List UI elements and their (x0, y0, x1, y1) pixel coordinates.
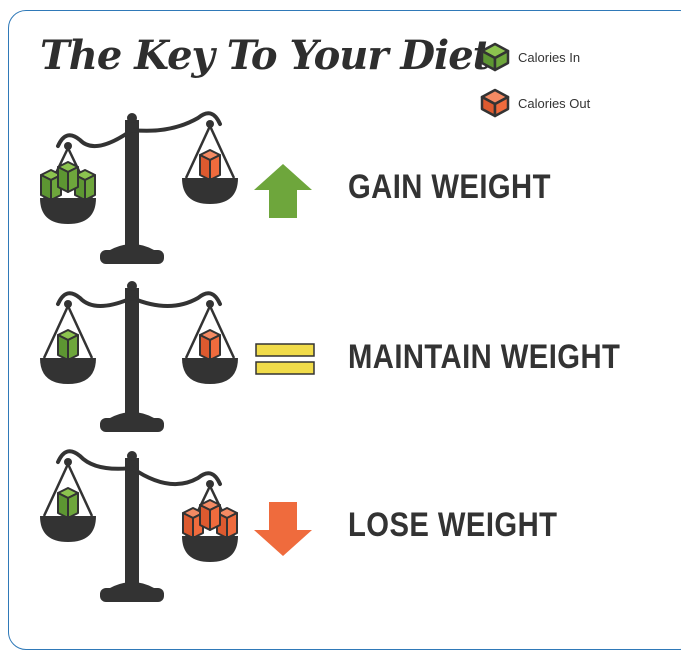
scale-base (100, 588, 164, 602)
row-label-lose-weight: LOSE WEIGHT (348, 506, 558, 544)
balance-scale-lose (40, 449, 238, 602)
scale-post (125, 288, 139, 420)
scale-beam (56, 111, 222, 149)
row-label-maintain-weight: MAINTAIN WEIGHT (348, 338, 621, 376)
legend-item-calories-out: Calories Out (480, 88, 590, 118)
legend-label-calories-out: Calories Out (518, 95, 591, 111)
scale-drawing (40, 111, 238, 264)
scale-base (100, 250, 164, 264)
calories-in-cube (57, 161, 79, 193)
legend-item-calories-in: Calories In (480, 42, 580, 72)
down-arrow-icon (254, 502, 312, 556)
row-label-gain-weight: GAIN WEIGHT (348, 168, 551, 206)
orange-cube-icon (480, 88, 510, 118)
scale-drawing (40, 281, 238, 432)
equals-icon (255, 343, 315, 375)
right-pan (182, 358, 238, 384)
calories-out-cube (199, 499, 221, 531)
right-pan (182, 536, 238, 562)
green-cube-icon (480, 42, 510, 72)
scale-beam (56, 449, 222, 486)
right-pan (182, 178, 238, 204)
scale-beam (56, 291, 222, 308)
up-arrow-icon (254, 164, 312, 218)
left-pan (40, 516, 96, 542)
scale-drawing (40, 449, 238, 602)
balance-scale-maintain (40, 281, 238, 432)
left-pan (40, 198, 96, 224)
calories-out-cube (199, 329, 221, 361)
legend-label-calories-in: Calories In (518, 49, 581, 65)
scale-base (100, 418, 164, 432)
left-pan (40, 358, 96, 384)
calories-in-cube (74, 169, 96, 201)
calories-out-cube (199, 149, 221, 181)
balance-scale-gain (40, 111, 238, 264)
page-title: The Key To Your Diet (40, 32, 491, 79)
scale-post (125, 458, 139, 590)
scale-post (125, 120, 139, 252)
calories-in-cube (57, 329, 79, 361)
calories-in-cube (57, 487, 79, 519)
calories-out-cube (182, 507, 204, 539)
